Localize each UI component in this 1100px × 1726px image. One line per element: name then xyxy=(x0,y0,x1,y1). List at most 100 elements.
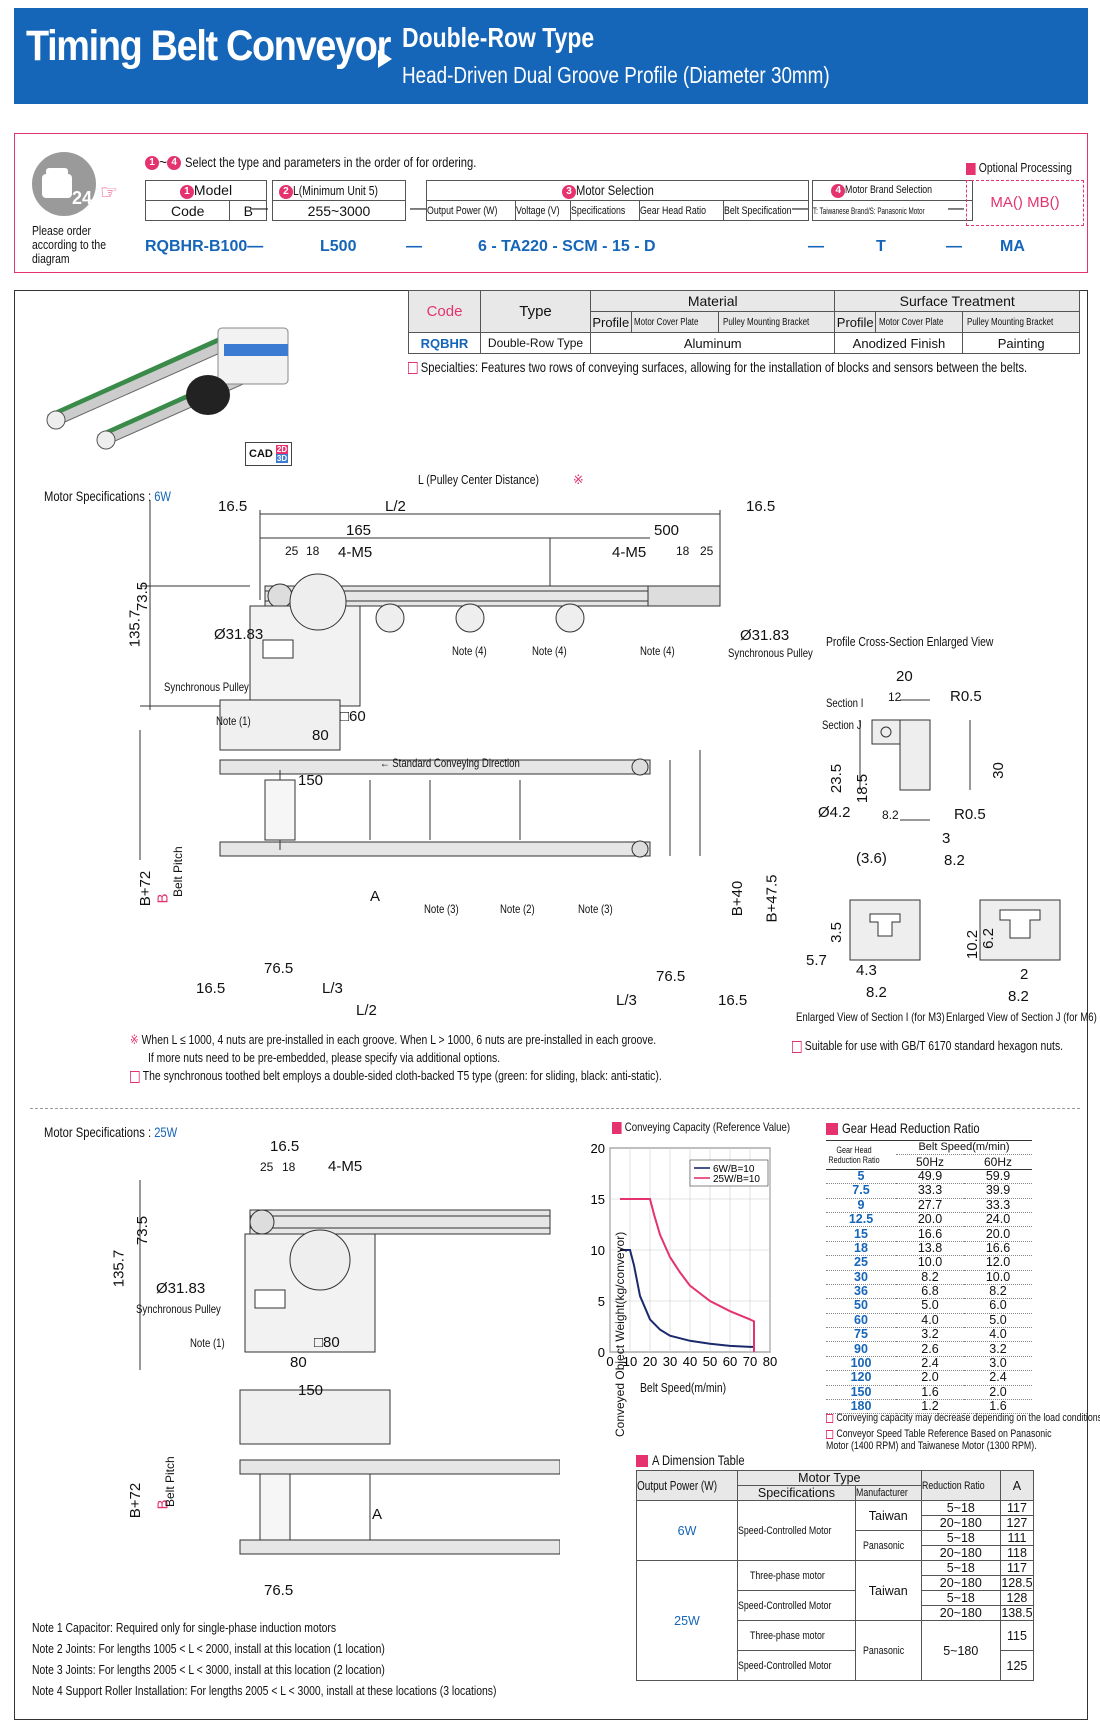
conveying-direction: ← Standard Conveying Direction xyxy=(380,756,520,770)
dim: 150 xyxy=(298,1382,324,1399)
product-image xyxy=(28,300,298,450)
optional-label: Optional Processing xyxy=(966,160,1072,175)
dim: 8.2 xyxy=(882,808,899,822)
x-tick-label: 0 xyxy=(606,1354,613,1369)
dim: 3.5 xyxy=(827,922,845,943)
dim: Ø31.83 xyxy=(740,627,790,644)
pulley-center-label: L (Pulley Center Distance) ※ xyxy=(418,472,584,487)
dim: 4.3 xyxy=(856,962,877,979)
dim: 16.5 xyxy=(270,1138,300,1155)
phone-24-icon: 24 xyxy=(32,152,96,216)
please-order-text: Please order according to the diagram xyxy=(32,223,107,266)
dim: □80 xyxy=(314,1334,340,1351)
x-tick-label: 30 xyxy=(663,1354,677,1369)
label: Note (2) xyxy=(500,902,535,916)
gbt-note: Suitable for use with GB/T 6170 standard… xyxy=(792,1038,1063,1053)
y-tick-label: 0 xyxy=(598,1345,605,1360)
divider xyxy=(30,1108,1080,1109)
dim: 12 xyxy=(888,690,902,704)
x-tick-label: 10 xyxy=(623,1354,637,1369)
order-guide xyxy=(14,133,1088,273)
dim: 80 xyxy=(312,727,329,744)
label: Note (4) xyxy=(640,644,675,658)
x-tick-label: 70 xyxy=(743,1354,757,1369)
x-tick-label: 80 xyxy=(763,1354,777,1369)
label: Belt Pitch xyxy=(163,1456,177,1507)
specialties-note: Specialties: Features two rows of convey… xyxy=(408,359,1027,375)
x-tick-label: 50 xyxy=(703,1354,717,1369)
nut-note-1: ※ When L ≤ 1000, 4 nuts are pre-installe… xyxy=(130,1032,657,1047)
dim: L/2 xyxy=(356,1002,377,1019)
svg-text:24: 24 xyxy=(72,188,92,208)
series-line xyxy=(620,1249,755,1352)
dim: 25 xyxy=(285,544,299,558)
dim: 25 xyxy=(260,1160,274,1174)
motor-spec-25w: Motor Specifications : 25W xyxy=(44,1124,178,1140)
dim: 2 xyxy=(1020,966,1029,983)
dim: 18 xyxy=(282,1160,296,1174)
label: Belt Pitch xyxy=(171,846,185,897)
example-brand: T xyxy=(876,238,886,255)
dim: 165 xyxy=(346,522,372,539)
dim: Ø4.2 xyxy=(818,804,851,821)
chart-title: Conveying Capacity (Reference Value) xyxy=(612,1120,790,1134)
x-tick-label: 20 xyxy=(643,1354,657,1369)
dim: 500 xyxy=(654,522,680,539)
series-line xyxy=(620,1198,755,1352)
dim: L/3 xyxy=(322,980,343,997)
dim: L/2 xyxy=(385,498,406,515)
page-title: Timing Belt Conveyor xyxy=(26,22,391,70)
dim: B+72 xyxy=(127,1482,145,1519)
dim: 18.5 xyxy=(854,773,872,804)
dim: 135.7 xyxy=(110,1249,128,1288)
profile-cross-section xyxy=(859,699,971,821)
dim: 20 xyxy=(896,668,913,685)
dim: A xyxy=(372,1506,383,1523)
legend-label: 6W/B=10 xyxy=(713,1164,755,1175)
dim: 150 xyxy=(298,772,324,789)
legend-label: 25W/B=10 xyxy=(713,1174,760,1185)
dim: (3.6) xyxy=(856,850,887,867)
dim: 76.5 xyxy=(264,1582,294,1599)
label: Synchronous Pulley xyxy=(728,646,813,660)
label: Synchronous Pulley xyxy=(164,680,249,694)
page-subtitle-2: Head-Driven Dual Groove Profile (Diamete… xyxy=(402,62,830,88)
dim: 8.2 xyxy=(944,852,965,869)
dim: 18 xyxy=(676,544,690,558)
dim: 16.5 xyxy=(196,980,226,997)
dim: B+47.5 xyxy=(763,874,781,923)
y-tick-label: 10 xyxy=(591,1243,605,1258)
label: Section I xyxy=(826,696,864,710)
page-subtitle: Double-Row Type xyxy=(402,22,595,53)
example-option: MA xyxy=(1000,238,1025,255)
gear-note-1: Conveying capacity may decrease dependin… xyxy=(826,1412,1100,1424)
dim: B+40 xyxy=(729,880,747,917)
example-code: RQBHR-B100— xyxy=(145,238,264,255)
optional-box: MA() MB() xyxy=(966,180,1084,226)
example-length: L500 xyxy=(320,238,357,255)
label: Synchronous Pulley xyxy=(136,1302,221,1316)
a-table-title: A Dimension Table xyxy=(636,1452,768,1468)
y-tick-label: 20 xyxy=(591,1141,605,1156)
enlarged-sections xyxy=(849,899,1061,961)
note-3: Note 3 Joints: For lengths 2005 < L < 30… xyxy=(32,1662,385,1677)
note-2: Note 2 Joints: For lengths 1005 < L < 20… xyxy=(32,1641,385,1656)
label: Note (3) xyxy=(424,902,459,916)
chart-ylabel: Conveyed Object Weight(kg/conveyor) xyxy=(613,1231,627,1437)
arrow-right-icon xyxy=(378,50,392,68)
dim: L/3 xyxy=(616,992,637,1009)
